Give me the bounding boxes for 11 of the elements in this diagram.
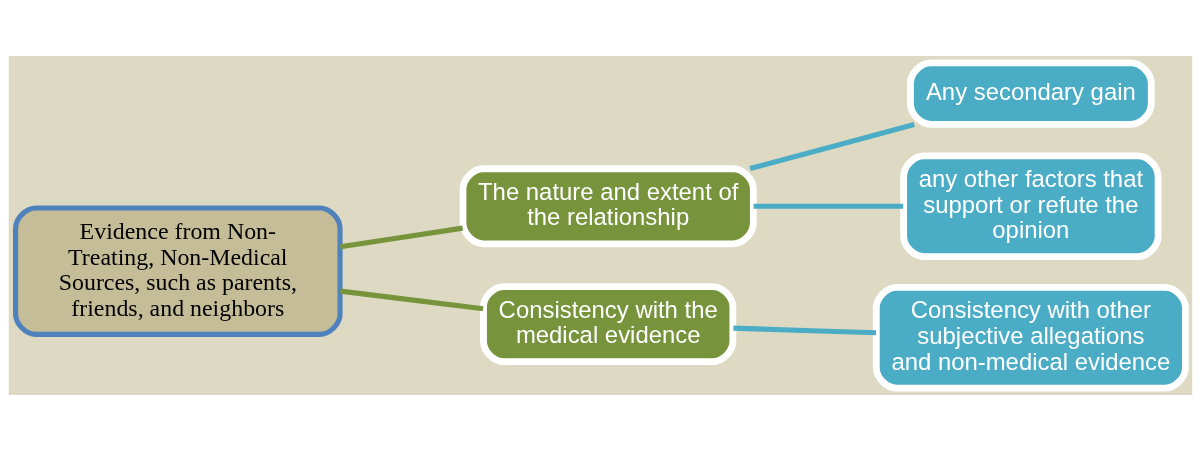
connector — [339, 225, 464, 250]
connector — [753, 203, 904, 209]
connector — [340, 288, 484, 312]
connector — [733, 325, 877, 336]
node-box: Consistency with the medical evidence — [480, 283, 737, 366]
node-box: Any secondary gain — [907, 59, 1155, 128]
node-box: The nature and extent of the relationship — [459, 165, 757, 248]
connector — [749, 122, 915, 172]
node-box: Consistency with other subjective allegations and non-medical evidence — [872, 284, 1189, 392]
node-box: Evidence from Non-Treating, Non-Medical Sources, such as parents, friends, and neighbors — [13, 205, 343, 337]
node-box: any other factors that support or refute the opinion — [900, 152, 1162, 261]
